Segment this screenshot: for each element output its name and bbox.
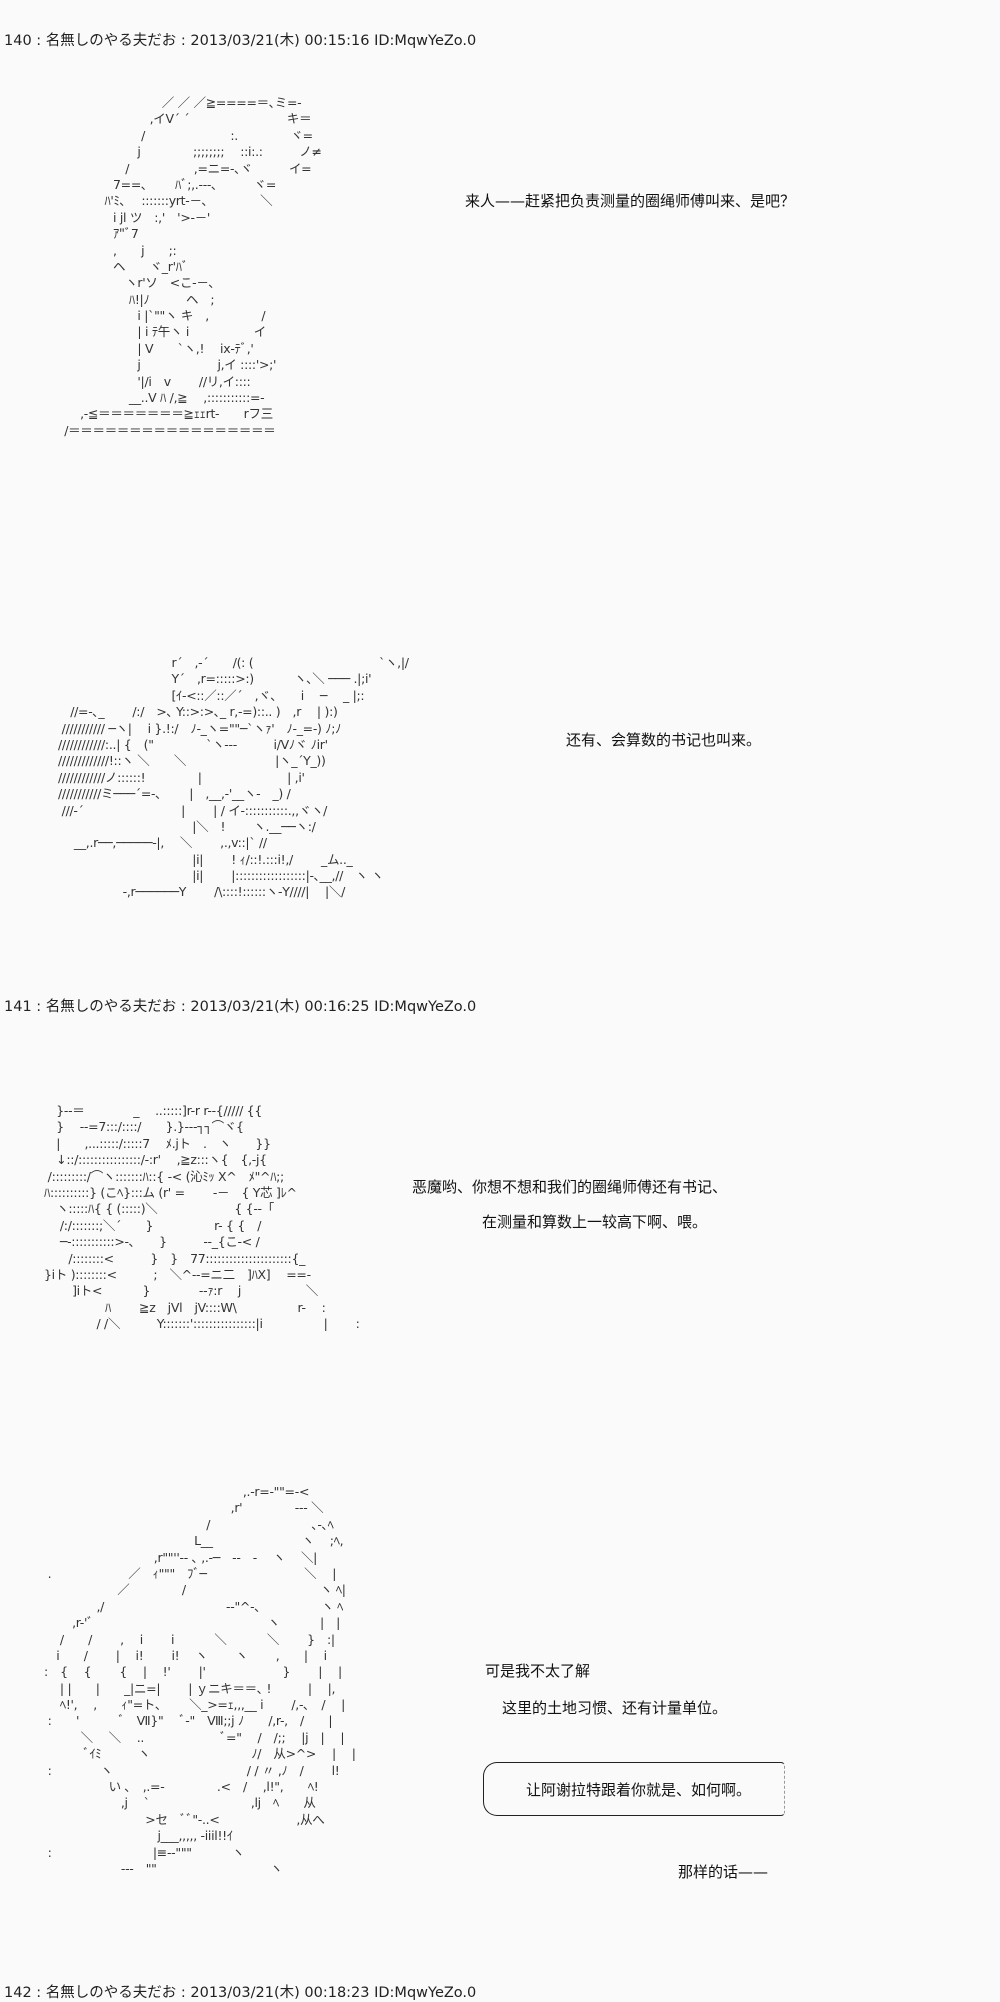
post-header-140: 140 : 名無しのやる夫だお : 2013/03/21(木) 00:15:16… (4, 33, 477, 49)
ascii-art-line: / /＼ Y:::::::'::::::::::::::::|i | : (44, 1316, 360, 1332)
ascii-art-line: : { { { | !' |' } | | (44, 1664, 342, 1680)
ascii-art-line: //=-､_ /:/ >､ Y::>:>､_ r,-=)::.. ) ,r | … (58, 704, 338, 720)
ascii-art-line: /::::::::< } } 77::::::::::::::::::::::{… (44, 1250, 306, 1266)
ascii-art-line: L__ ヽ ;ﾍ, (44, 1533, 344, 1549)
ascii-art-line: '|/i v //リ,イ:::: (52, 373, 251, 389)
dialog-4-line-1: 可是我不太了解 (485, 1662, 591, 1680)
ascii-art-line: i / | i! i! ヽ ヽ , | i (44, 1647, 327, 1663)
ascii-art-line: | i ﾃ午ヽ i イ (52, 324, 266, 340)
ascii-art-line: ﾊ::::::::::} (こﾍ}:::ム (r' = -－ { Y芯 ]ﾚ^ (44, 1184, 297, 1200)
ascii-art-line: -,r──────Y /\::::!::::::ヽ-Y////| |＼/ (58, 884, 346, 900)
ascii-art-line: ヘ ヾ_r'ﾊﾞ (52, 258, 188, 274)
ascii-art-line: ヽ:::::ﾊ{ { (:::::)＼ { {--「 (44, 1201, 274, 1217)
ascii-art-line: ,j ` ,lj ﾍ 从 (44, 1795, 316, 1811)
ascii-art-line: } --=7:::/::::/ }.}---┐┐⌒ヾ{ (44, 1119, 244, 1135)
ascii-art-line: / ,=ニ=-､ヾ イ= (52, 160, 312, 176)
ascii-art-line: /////////// ─ヽ| i }.!:/ ﾉ-_ヽ=""─`ヽｧ' ﾉ-_… (58, 720, 342, 736)
dialog-3-line-1: 恶魔哟、你想不想和我们的圈绳师傅还有书记、 (412, 1178, 728, 1196)
dialog-2: 还有、会算数的书记也叫来。 (566, 731, 762, 749)
ascii-art-4: ,.-r=-""=-< ,r' --- ＼ / ､-､ﾍ L__ ヽ ;ﾍ, ,… (44, 1484, 356, 1877)
ascii-art-line: ////////////:..| { (" `ヽ--- i/Vﾉヾ ﾉir' (58, 736, 328, 752)
ascii-art-line: ﾊ ≧z jVl jV::::W\ r- : (44, 1299, 326, 1315)
ascii-art-line: __,.r──,─────-|, ＼ ,.,v::|` // (58, 835, 267, 851)
ascii-art-line: ,r""''-- ､ ,.-─ -- - ヽ ＼| (44, 1549, 318, 1565)
ascii-art-line: |＼ ! ヽ.__──ヽ:/ (58, 818, 316, 834)
ascii-art-line: j___,,,,, -iiil!!ｲ (44, 1828, 233, 1844)
ascii-art-line: __..V ﾊ /,≧ ,:::::::::::=- (52, 390, 265, 406)
ascii-art-line: ,r-'ﾞ ヽ | | (44, 1615, 341, 1631)
ascii-art-line: : ヽ / / 〃 ,ﾉ / l! (44, 1762, 340, 1778)
ascii-art-line: ヽr'ソ <こ-－､ (52, 275, 215, 291)
bubble-text: 让阿谢拉特跟着你就是、如何啊。 (526, 1781, 752, 1799)
ascii-art-line: / :. ヾ= (52, 127, 313, 143)
ascii-art-line: r´ ,-´ /(: ( `ヽ,|/ (58, 655, 409, 670)
ascii-art-line: |i| |::::::::::::::::::|-､__,// ヽ ヽ (58, 868, 384, 884)
ascii-art-line: ,-≦＝＝＝＝＝＝＝≧ｪｪrt- rフ三 (52, 406, 273, 422)
ascii-art-line: }--＝ _ ..:::::]r-r r--{///// {{ (44, 1103, 262, 1118)
ascii-art-line: い ､ ,.=- .< / ,l!", ﾍ! (44, 1779, 319, 1795)
dialog-1: 来人——赶紧把负责测量的圈绳师傅叫来、是吧？ (465, 192, 796, 210)
ascii-art-line: ｱ"ﾞ7 (52, 226, 139, 242)
ascii-art-line: ﾞｲﾐ ヽ ﾉ/ 从>^> | | (44, 1746, 356, 1762)
ascii-art-line: i jl ツ :,' '>-－' (52, 209, 211, 225)
ascii-art-line: ／ ／ ／≧====＝､ミ=- (52, 95, 302, 110)
ascii-art-line: j ;;;;;;;; ::i:.: ノ≠ (52, 144, 322, 160)
ascii-art-line: /:/:::::::;＼´ } r- { { / (44, 1217, 262, 1233)
dialog-3-line-2: 在测量和算数上一较高下啊、喂。 (482, 1213, 708, 1231)
ascii-art-line: | V `ヽ,! ix-ﾃﾞ,' (52, 340, 254, 356)
post-header-142: 142 : 名無しのやる夫だお : 2013/03/21(木) 00:18:23… (4, 1985, 477, 2001)
ascii-art-line: i |`""ヽ キ , / (52, 308, 266, 324)
ascii-art-line: ,.-r=-""=-< (44, 1484, 310, 1499)
speech-bubble: 让阿谢拉特跟着你就是、如何啊。 (483, 1762, 785, 1816)
ascii-art-3: }--＝ _ ..:::::]r-r r--{///// {{ } --=7::… (44, 1103, 360, 1332)
ascii-art-line: }iト )::::::::< ; ＼^--=ニ二 ]ﾊX] ==- (44, 1266, 311, 1282)
ascii-art-line: [ｲ-<::／::／´ ,ヾ､ i ─ _ |;: (58, 687, 365, 703)
ascii-art-line: ,r' --- ＼ (44, 1500, 324, 1516)
ascii-art-line: ,イV´ ´ キ＝ (52, 111, 312, 127)
ascii-art-line: ﾍ!', , ｨ"=ト､ ＼_>=ｪ,,,__ i /,-､ / | (44, 1697, 346, 1713)
ascii-art-line: | | | _|ニ=| | ｙニキ＝＝､ ! | |, (44, 1680, 336, 1696)
ascii-art-line: /////////////!::ヽ ＼ ＼ |ヽ_´Y_)) (58, 753, 326, 769)
ascii-art-line: --- "" ヽ (44, 1860, 283, 1876)
ascii-art-line: . ／ ｨ""" ﾌﾞ─ ＼ | (44, 1565, 337, 1581)
ascii-art-line: : ' ﾞ Ⅶ}" ﾞ-" Ⅷ;;j ﾉ /,r-, / | (44, 1713, 333, 1729)
ascii-art-line: ///-´ | | / イ-:::::::::::.,,ヾヽ/ (58, 802, 328, 818)
ascii-art-line: ////////////ノ::::::! | | ,i' (58, 769, 305, 785)
ascii-art-line: ／ / ヽ ﾍ| (44, 1582, 346, 1598)
ascii-art-line: / ､-､ﾍ (44, 1516, 334, 1532)
dialog-5: 那样的话—— (678, 1863, 769, 1881)
ascii-art-1: ／ ／ ／≧====＝､ミ=- ,イV´ ´ キ＝ / :. ヾ= j ;;;;… (52, 95, 322, 439)
ascii-art-line: |i| ! ｨ/::!.:::i!,/ _ム.._ (58, 851, 353, 867)
ascii-art-line: ﾊ!|ﾉ ヘ ; (52, 291, 215, 307)
ascii-art-line: >セ ﾞﾞ"-..< ,从へ (44, 1811, 325, 1827)
ascii-art-line: j j,イ ::::'>;' (52, 357, 277, 373)
ascii-art-line: / / , i i ＼ ＼ } :| (44, 1631, 335, 1647)
ascii-art-line: ]iト< } --ｧ:r j ＼ (44, 1283, 318, 1299)
ascii-art-line: : |≡--""" ヽ (44, 1844, 245, 1860)
ascii-art-line: ─-:::::::::::>-､ } --_{こ-< / (44, 1234, 260, 1250)
dialog-4-line-2: 这里的土地习惯、还有计量单位。 (502, 1699, 728, 1717)
ascii-art-line: , j ;: (52, 242, 177, 258)
ascii-art-line: | ,...:::::/:::::7 ﾒ.jト . ヽ }} (44, 1135, 271, 1151)
ascii-art-line: /＝＝＝＝＝＝＝＝＝＝＝＝＝＝＝＝＝ (52, 422, 276, 438)
ascii-art-line: ///////////ミ───´=-､ | ,__,-'__ヽ- _) / (58, 786, 291, 802)
ascii-art-line: 7==､ ﾊﾞ;,.---､ ヾ= (52, 176, 277, 192)
ascii-art-line: ＼ ＼ .. ﾞ=" / /;; |j | | (44, 1729, 345, 1745)
ascii-art-line: ﾊ'ﾐ､ :::::::yrt-－､ ＼ (52, 193, 273, 209)
ascii-art-line: /:::::::::/⌒ヽ:::::::ﾊ::{ -< (沁ﾐｯ X^ ﾒ"^ﾊ… (44, 1168, 285, 1184)
ascii-art-2: r´ ,-´ /(: ( `ヽ,|/ Y´ ,r=:::::>:) ヽ､＼ ──… (58, 655, 409, 901)
ascii-art-line: Y´ ,r=:::::>:) ヽ､＼ ─── .|;i' (58, 671, 372, 687)
ascii-art-line: ,/ --"^-､ ヽ ﾍ (44, 1598, 344, 1614)
post-header-141: 141 : 名無しのやる夫だお : 2013/03/21(木) 00:16:25… (4, 999, 477, 1015)
ascii-art-line: ↓::/::::::::::::::::/-:r' ,≧z:::ヽ{ {,-j{ (44, 1152, 267, 1168)
